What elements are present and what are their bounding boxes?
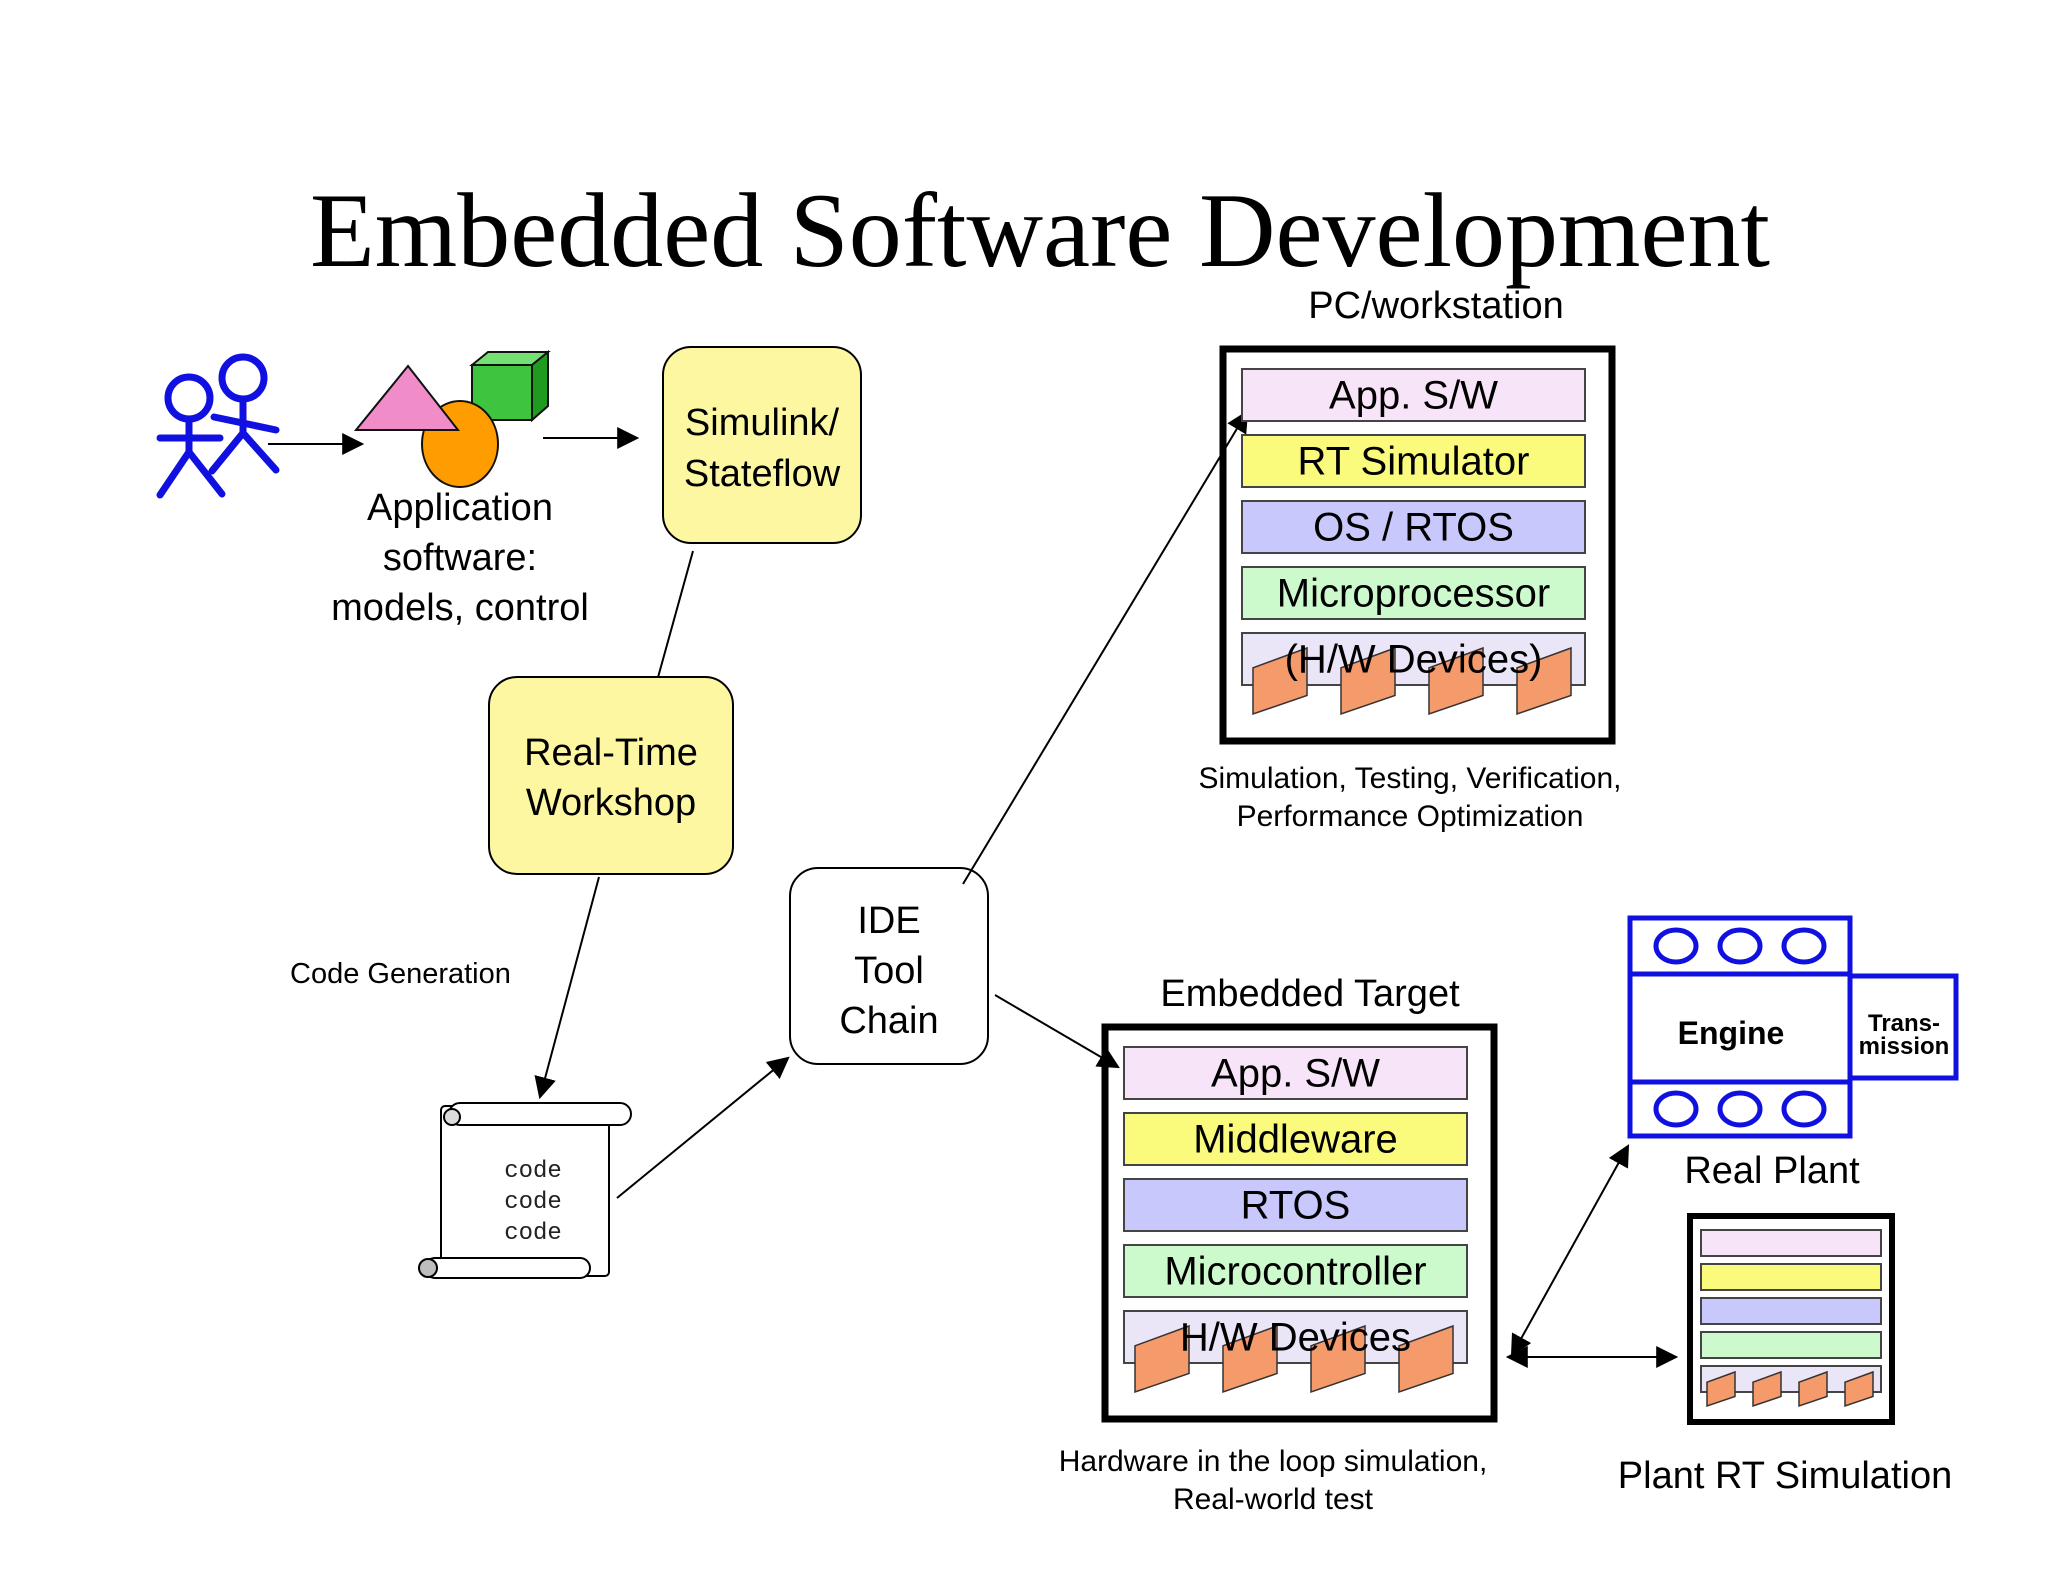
target-layer-label-2: Middleware — [1193, 1118, 1398, 1162]
code-line-3: code — [504, 1220, 562, 1247]
target-device-chip-icon-2 — [1222, 1324, 1278, 1394]
pc-layer-label-1: App. S/W — [1329, 374, 1498, 418]
transmission-label-line-1: Trans- — [1868, 1010, 1940, 1037]
pc-layer-label-5: (H/W Devices) — [1285, 638, 1543, 682]
pc-device-chip-icon-2 — [1340, 646, 1396, 716]
ide-line-2: Tool — [854, 950, 924, 992]
pc-layer-label-4: Microprocessor — [1277, 572, 1550, 616]
arrow-ide-to-pc — [962, 410, 1249, 885]
pc-layer-stack: App. S/W RT Simulator OS / RTOS Microproces… — [1241, 368, 1586, 716]
plant-device-chip-icon-4 — [1844, 1370, 1874, 1408]
code-line-1: code — [504, 1158, 562, 1185]
simulink-line-2: Stateflow — [684, 453, 841, 495]
target-heading: Embedded Target — [1160, 973, 1460, 1015]
plant-simulation-label: Plant RT Simulation — [1618, 1455, 1952, 1497]
pc-caption-line-2: Performance Optimization — [1237, 800, 1584, 833]
stick-figures-icon — [156, 353, 280, 499]
code-generation-label: Code Generation — [290, 958, 511, 990]
pc-layer-1 — [1241, 368, 1586, 422]
plant-layer-2 — [1700, 1263, 1882, 1291]
pc-layer-label-3: OS / RTOS — [1313, 506, 1514, 550]
plant-layer-stack — [1700, 1229, 1882, 1408]
connector-simulink-to-rtw — [656, 550, 694, 682]
engine-label: Engine — [1678, 1015, 1785, 1051]
pc-layer-3 — [1241, 500, 1586, 554]
real-time-workshop-box[interactable] — [488, 676, 734, 875]
real-plant-label: Real Plant — [1684, 1150, 1860, 1192]
rtw-line-1: Real-Time — [524, 732, 698, 774]
target-device-chip-icon-4 — [1398, 1324, 1454, 1394]
plant-simulation-frame — [1687, 1213, 1895, 1425]
plant-device-chip-icon-3 — [1798, 1370, 1828, 1408]
transmission-label-line-2: mission — [1859, 1033, 1950, 1060]
arrow-rtw-to-code — [534, 876, 600, 1100]
plant-device-chip-icon-2 — [1752, 1370, 1782, 1408]
pc-heading: PC/workstation — [1308, 285, 1564, 327]
target-caption-line-1: Hardware in the loop simulation, — [1059, 1445, 1488, 1478]
embedded-target-frame — [1101, 1023, 1498, 1423]
target-layer-2 — [1123, 1112, 1468, 1166]
target-layer-label-4: Microcontroller — [1164, 1250, 1426, 1294]
application-label-line-3: models, control — [331, 587, 589, 629]
target-layer-label-3: RTOS — [1241, 1184, 1351, 1228]
pc-caption-line-1: Simulation, Testing, Verification, — [1198, 762, 1621, 795]
target-layer-4 — [1123, 1244, 1468, 1298]
ide-tool-chain-box[interactable] — [789, 867, 989, 1065]
application-label-line-2: software: — [383, 537, 537, 579]
rtw-line-2: Workshop — [526, 782, 696, 824]
target-layer-1 — [1123, 1046, 1468, 1100]
plant-layer-4 — [1700, 1331, 1882, 1359]
arrow-ide-to-target — [994, 994, 1120, 1069]
plant-layer-3 — [1700, 1297, 1882, 1325]
target-layer-3 — [1123, 1178, 1468, 1232]
scroll-icon — [418, 1102, 632, 1279]
target-device-chip-icon-1 — [1134, 1324, 1190, 1394]
pc-device-chip-icon-1 — [1252, 646, 1308, 716]
arrow-target-real-plant — [1510, 1144, 1630, 1357]
pc-layer-2 — [1241, 434, 1586, 488]
simulink-line-1: Simulink/ — [685, 402, 840, 444]
pc-layer-label-2: RT Simulator — [1298, 440, 1530, 484]
pc-layer-4 — [1241, 566, 1586, 620]
engine-icon — [1627, 915, 1959, 1139]
plant-layer-1 — [1700, 1229, 1882, 1257]
pc-workstation-frame — [1219, 345, 1616, 745]
target-layer-label-1: App. S/W — [1211, 1052, 1380, 1096]
simulink-stateflow-box[interactable] — [662, 346, 862, 544]
pc-device-chip-icon-4 — [1516, 646, 1572, 716]
ide-line-1: IDE — [857, 900, 920, 942]
arrow-code-to-ide — [616, 1056, 790, 1199]
target-device-chip-icon-3 — [1310, 1324, 1366, 1394]
target-layer-label-5: H/W Devices — [1180, 1316, 1411, 1360]
geometric-shapes-icon — [353, 349, 551, 488]
target-caption-line-2: Real-world test — [1173, 1483, 1374, 1516]
pc-device-chip-icon-3 — [1428, 646, 1484, 716]
code-line-2: code — [504, 1189, 562, 1216]
page-title: Embedded Software Development — [310, 172, 1770, 289]
plant-device-chip-icon-1 — [1706, 1370, 1736, 1408]
ide-line-3: Chain — [839, 1000, 938, 1042]
application-label-line-1: Application — [367, 487, 553, 529]
